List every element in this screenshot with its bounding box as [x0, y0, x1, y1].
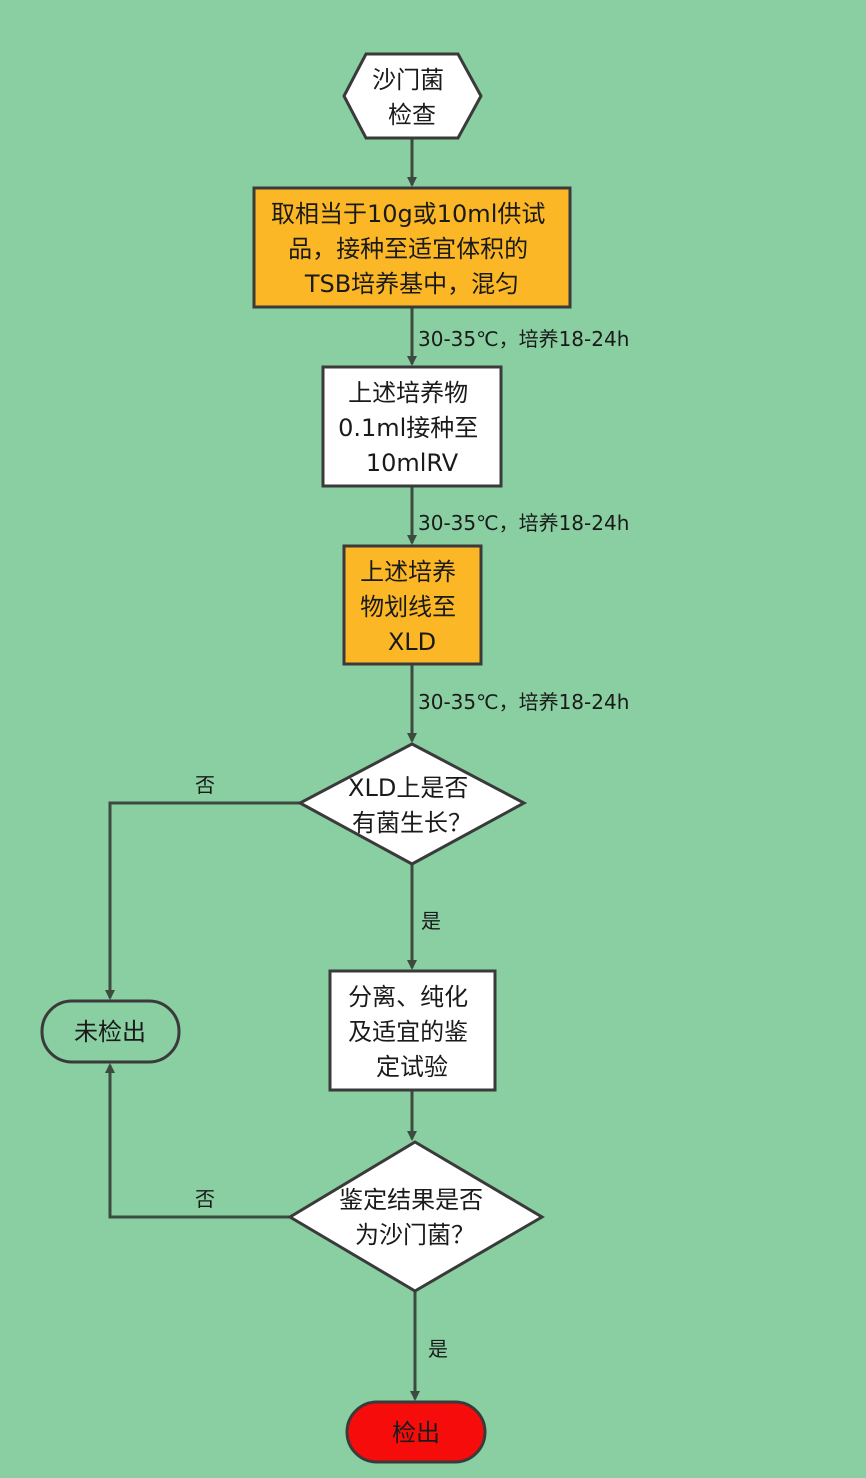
- incubation-label-2: 30-35℃，培养18-24h: [418, 511, 629, 535]
- step1-label: 取相当于10g或10ml供试 品，接种至适宜体积的 TSB培养基中，混匀: [271, 200, 553, 298]
- step3-label: 上述培养 物划线至 XLD: [360, 558, 464, 656]
- not-detected-label: 未检出: [74, 1018, 146, 1046]
- start-node-label: 沙门菌 检查: [372, 66, 452, 129]
- connectors: [105, 138, 420, 1401]
- step2-rv-inoculation: 上述培养物 0.1ml接种至 10mlRV: [321, 365, 503, 488]
- terminal-detected: 检出: [345, 1400, 487, 1464]
- step3-xld-streak: 上述培养 物划线至 XLD: [342, 544, 483, 666]
- decision1-label: XLD上是否 有菌生长？: [348, 774, 476, 837]
- step4-label: 分离、纯化 及适宜的鉴 定试验: [348, 983, 476, 1081]
- decision2-salmonella-check: 鉴定结果是否 为沙门菌？: [287, 1140, 545, 1293]
- detected-label: 检出: [392, 1419, 440, 1447]
- step2-label: 上述培养物 0.1ml接种至 10mlRV: [338, 379, 486, 477]
- decision1-growth-check: XLD上是否 有菌生长？: [296, 742, 528, 866]
- start-node: 沙门菌 检查: [342, 52, 483, 140]
- decision1-yes-label: 是: [421, 909, 441, 933]
- edge-decision2-no-to-not-detected: [105, 1063, 290, 1219]
- incubation-label-1: 30-35℃，培养18-24h: [418, 327, 629, 351]
- decision2-yes-label: 是: [428, 1337, 448, 1361]
- edge-labels: 30-35℃，培养18-24h 30-35℃，培养18-24h 30-35℃，培…: [195, 327, 629, 1361]
- decision2-label: 鉴定结果是否 为沙门菌？: [339, 1186, 491, 1249]
- terminal-not-detected: 未检出: [40, 999, 181, 1064]
- step4-isolation-identification: 分离、纯化 及适宜的鉴 定试验: [328, 969, 497, 1092]
- incubation-label-3: 30-35℃，培养18-24h: [418, 690, 629, 714]
- decision1-no-label: 否: [195, 773, 215, 797]
- decision2-no-label: 否: [195, 1187, 215, 1211]
- edge-decision1-no-to-not-detected: [105, 801, 300, 1000]
- step1-sample-inoculation: 取相当于10g或10ml供试 品，接种至适宜体积的 TSB培养基中，混匀: [252, 186, 572, 309]
